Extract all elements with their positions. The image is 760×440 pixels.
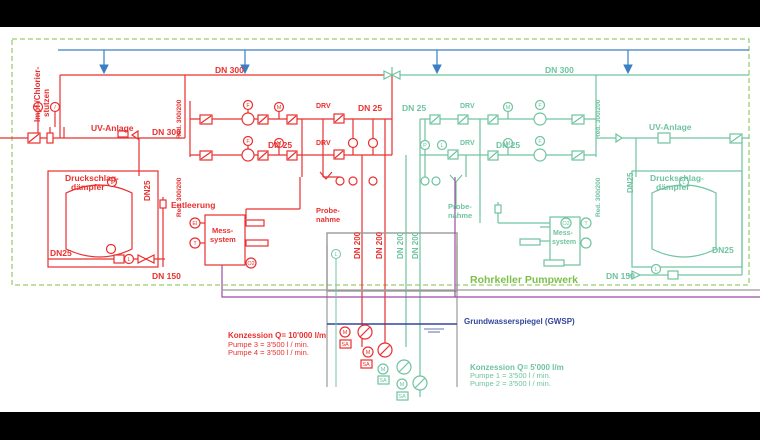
label-messsystem-green-1: Mess-	[553, 230, 574, 237]
symbol-m-2: M	[277, 141, 282, 147]
label-dn25-right-bottom: DN25	[712, 245, 734, 255]
symbol-f-2: F	[246, 139, 250, 145]
symbol-ei: EI	[192, 221, 198, 227]
label-drv-green-1: DRV	[460, 103, 475, 110]
building-outline	[11, 38, 750, 286]
label-drv-green-2: DRV	[460, 140, 475, 147]
label-green-reducer-top: Red. 300/200	[595, 99, 602, 139]
label-dn300-mid: DN 300	[152, 127, 181, 137]
label-druck-right-1: Druckschlag-	[650, 173, 704, 183]
symbol-j: /	[54, 105, 56, 111]
label-probenahme-red-1: Probe-	[316, 206, 340, 215]
symbol-m-pump1: M	[381, 367, 386, 373]
label-konz-red-1: Konzession Q= 10'000 l/m	[228, 331, 326, 340]
groundwater-level	[327, 323, 457, 333]
symbol-m-pump3: M	[343, 330, 348, 336]
supply-header	[58, 49, 749, 75]
symbol-sa-pump4: SA	[362, 362, 370, 368]
pumpwerk-schematic: DN 300 DN 300 DN 300 UV-Anlage UV-Anlage…	[0, 38, 760, 401]
symbol-sa-pump3: SA	[341, 342, 349, 348]
label-uv-right: UV-Anlage	[649, 122, 692, 132]
label-rohrkeller: Rohrkeller Pumpwerk	[470, 274, 578, 286]
symbol-o2-green: O2	[562, 221, 569, 227]
label-probenahme-green-1: Probe-	[448, 202, 472, 211]
label-messsystem-red-2: system	[210, 235, 236, 244]
label-probenahme-green-2: nahme	[448, 211, 472, 220]
symbol-l-left-bottom: L	[127, 257, 130, 263]
label-druck-right-2: dämpfer	[656, 182, 690, 192]
label-messsystem-red-1: Mess-	[212, 226, 234, 235]
symbol-m-pump2: M	[400, 382, 405, 388]
symbol-f-3: F	[538, 103, 542, 109]
symbol-l-right-bottom: L	[654, 267, 657, 273]
label-dn25-left-bottom: DN25	[50, 248, 72, 258]
pumps-red	[339, 324, 393, 369]
symbol-m-1: M	[277, 105, 282, 111]
symbol-l-left: L	[110, 180, 113, 186]
symbol-p-green: P	[423, 143, 427, 149]
label-dn200-green-2: DN 200	[411, 231, 420, 259]
label-druck-left-1: Druckschlag-	[65, 173, 119, 183]
label-konz-red-3: Pumpe 4 = 3'500 l / min.	[228, 348, 309, 357]
label-dn200-red-2: DN 200	[375, 231, 384, 259]
label-uv-left: UV-Anlage	[91, 123, 134, 133]
label-gwsp: Grundwasserspiegel (GWSP)	[464, 317, 575, 326]
label-dn300-left: DN 300	[215, 65, 244, 75]
diagram-canvas: DN 300 DN 300 DN 300 UV-Anlage UV-Anlage…	[0, 27, 760, 412]
label-red-reducer-bottom: Red. 300/200	[176, 177, 183, 217]
label-dn25-red-top: DN 25	[358, 103, 382, 113]
symbol-m-pump4: M	[366, 350, 371, 356]
red-system	[0, 74, 393, 347]
label-dn150-right: DN 150	[606, 271, 635, 281]
symbol-sa-pump2: SA	[398, 394, 406, 400]
label-druck-left-2: dämpfer	[71, 182, 105, 192]
symbol-l-well: L	[334, 252, 337, 258]
symbol-m-4: M	[506, 141, 511, 147]
label-konz-green-1: Konzession Q= 5'000 l/m	[470, 363, 564, 372]
label-dn25-red-vert: DN25	[143, 180, 152, 201]
symbol-m-3: M	[506, 105, 511, 111]
label-chlor-1: Impf-/Chlorier-	[33, 67, 42, 122]
label-konz-red-2: Pumpe 3 = 3'500 l / min.	[228, 340, 309, 349]
label-dn25-red-mid: DN 25	[268, 140, 292, 150]
pumps-green	[377, 359, 428, 401]
label-konz-green-3: Pumpe 2 = 3'500 l / min.	[470, 379, 551, 388]
symbol-t-green: T	[584, 221, 588, 227]
label-messsystem-green-2: system	[552, 239, 576, 246]
symbol-sa-pump1: SA	[379, 378, 387, 384]
symbol-t: T	[193, 241, 197, 247]
green-system	[383, 67, 749, 397]
label-dn200-green-1: DN 200	[396, 231, 405, 259]
label-probenahme-red-2: nahme	[316, 215, 340, 224]
symbol-f-4: F	[538, 139, 542, 145]
label-entleerung: Entleerung	[171, 200, 215, 210]
label-drv-red-2: DRV	[316, 140, 331, 147]
label-dn25-green-top: DN 25	[402, 103, 426, 113]
purple-line	[221, 265, 760, 298]
label-drv-red-1: DRV	[316, 103, 331, 110]
label-dn300-right: DN 300	[545, 65, 574, 75]
label-chlor-2: stutzen	[42, 89, 51, 117]
symbol-l-green: L	[440, 143, 443, 149]
level-sensor	[331, 249, 341, 259]
symbol-l-right: L	[682, 180, 685, 186]
label-green-reducer-bottom: Red. 300/200	[595, 177, 602, 217]
label-dn25-green-vert: DN25	[626, 172, 635, 193]
symbol-f-1: F	[246, 103, 250, 109]
label-red-reducer-top: Red. 300/200	[176, 99, 183, 139]
symbol-o2: O2	[247, 261, 254, 267]
label-dn200-red-1: DN 200	[353, 231, 362, 259]
label-dn25-green-mid: DN 25	[496, 140, 520, 150]
label-dn150-left: DN 150	[152, 271, 181, 281]
symbol-p: P	[36, 105, 40, 111]
label-konz-green-2: Pumpe 1 = 3'500 l / min.	[470, 371, 551, 380]
well-shaft	[326, 232, 458, 387]
